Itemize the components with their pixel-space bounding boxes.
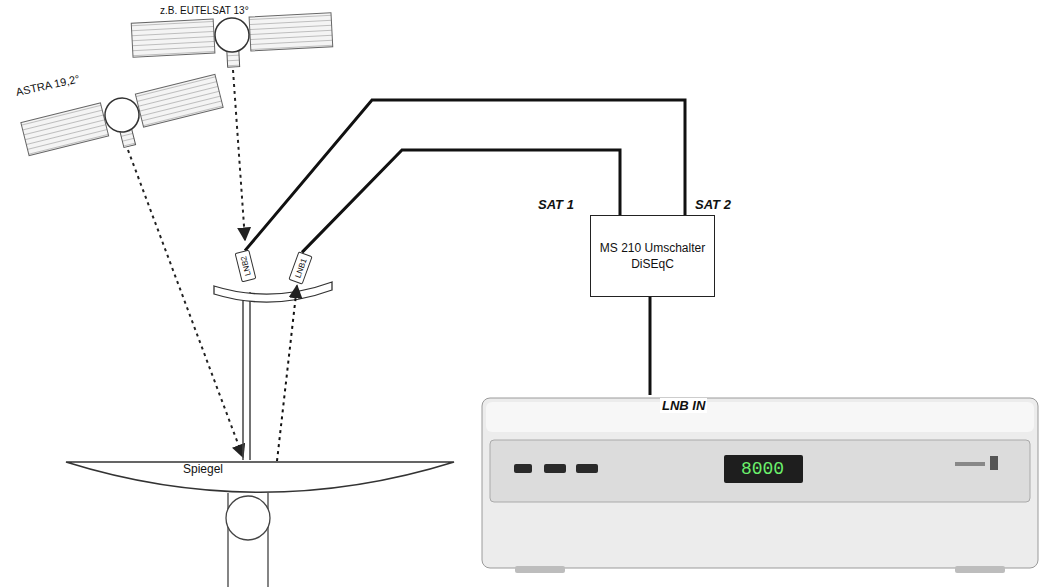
receiver bbox=[482, 398, 1038, 573]
lnb: LNB1 bbox=[288, 251, 312, 284]
satellite-body bbox=[101, 94, 142, 135]
signal-ray bbox=[233, 70, 245, 240]
signal-ray bbox=[128, 150, 243, 457]
mirror-outline bbox=[66, 462, 454, 492]
receiver-top bbox=[486, 402, 1034, 432]
lnb-holder bbox=[214, 282, 332, 302]
node-text: Spiegel bbox=[183, 462, 223, 476]
solar-panel bbox=[21, 103, 109, 156]
solar-panel bbox=[135, 74, 223, 127]
brand-logo bbox=[955, 462, 985, 466]
switch-box: MS 210 Umschalter DiSEqC bbox=[590, 215, 715, 297]
button bbox=[514, 464, 532, 473]
port-label: SAT 1 bbox=[536, 197, 576, 212]
receiver-foot bbox=[515, 566, 565, 573]
port-label: LNB IN bbox=[660, 398, 707, 413]
satellite-label: z.B. EUTELSAT 13° bbox=[160, 5, 249, 16]
button bbox=[576, 464, 598, 473]
button bbox=[544, 464, 566, 473]
port-label: SAT 2 bbox=[693, 197, 733, 212]
receiver-body bbox=[482, 398, 1038, 568]
node-text: 8000 bbox=[725, 457, 800, 481]
solar-panel bbox=[131, 19, 215, 57]
coax-cable bbox=[649, 297, 652, 395]
node-text: LNB2 bbox=[238, 255, 252, 277]
solar-panel bbox=[249, 13, 333, 51]
front-panel bbox=[490, 440, 1030, 502]
dish-arm bbox=[249, 292, 251, 460]
display bbox=[724, 455, 803, 483]
receiver-unit: 8000 bbox=[482, 395, 1038, 573]
mirror-outline bbox=[65, 456, 455, 494]
brand-logo bbox=[990, 456, 998, 470]
dish-arm bbox=[242, 292, 244, 460]
coax-cable bbox=[302, 150, 620, 252]
mast-clamp bbox=[226, 496, 270, 540]
dish-mirror: Spiegel bbox=[65, 456, 455, 494]
receiver-foot bbox=[955, 566, 1005, 573]
signal-ray bbox=[277, 286, 297, 461]
lnb: LNB2 bbox=[234, 250, 256, 283]
node-text: LNB1 bbox=[292, 257, 307, 279]
satellite-body bbox=[214, 17, 250, 53]
node-text: MS 210 Umschalter DiSEqC bbox=[599, 240, 706, 272]
satellite-label: ASTRA 19,2° bbox=[15, 73, 81, 98]
satellite bbox=[131, 13, 333, 72]
